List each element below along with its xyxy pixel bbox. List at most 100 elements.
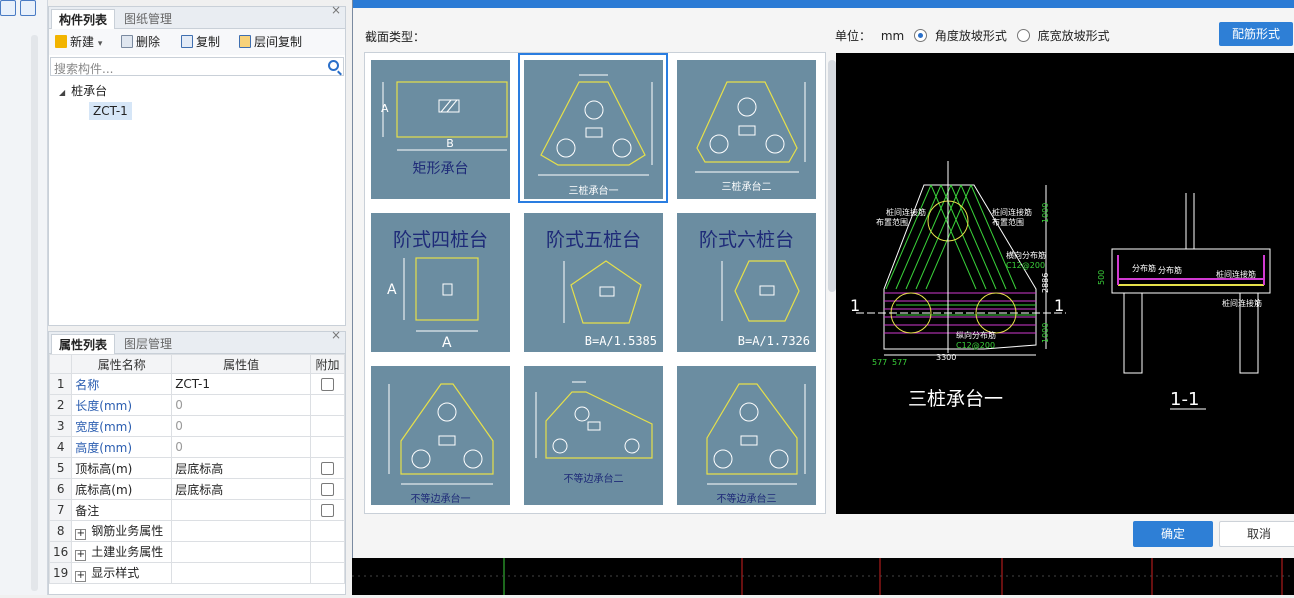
shape-label: 不等边承台一 [410,494,471,505]
delete-icon [121,35,133,48]
layout-icon[interactable] [0,0,16,16]
svg-text:A: A [387,282,397,298]
tab-layer-management[interactable]: 图层管理 [124,337,173,351]
shape-uneven-2[interactable]: 不等边承台二 [518,359,668,509]
shape-rect-cap[interactable]: B A 矩形承台 [365,53,515,203]
svg-text:A: A [381,102,389,115]
unit-group: 单位： mm 角度放坡形式 底宽放坡形式 [835,29,1110,43]
three-pile-1-drawing [538,74,653,176]
left-scrollbar[interactable] [31,35,38,591]
tab-component-list[interactable]: 构件列表 [51,9,116,29]
window-icon[interactable] [20,0,36,16]
header-extra: 附加 [310,354,345,374]
svg-text:桩间连接筋: 桩间连接筋 [1222,298,1262,308]
svg-text:布置范围: 布置范围 [876,217,908,227]
svg-text:三桩承台一: 三桩承台一 [908,388,1003,410]
shape-label: 三桩承台二 [721,182,772,193]
stepped-four-drawing: A A [387,257,479,351]
shape-uneven-3[interactable]: 不等边承台三 [671,359,821,509]
radio-angle[interactable] [914,29,928,42]
rebar-form-button[interactable]: 配筋形式 [1219,22,1293,46]
radio-width[interactable] [1016,29,1030,42]
tree-category[interactable]: ◢桩承台 [59,84,108,98]
shape-stepped-five[interactable]: 阶式五桩台 B=A/1.5385 [518,206,668,356]
chevron-down-icon[interactable]: ▾ [97,39,103,49]
shape-formula: B=A/1.5385 [584,334,657,348]
expand-icon[interactable]: + [75,549,87,561]
checkbox[interactable] [321,504,335,517]
component-panel-tabs: 构件列表 图纸管理 × [49,3,345,29]
copy-button[interactable]: 复制 [181,34,220,50]
shape-stepped-six[interactable]: 阶式六桩台 B=A/1.7326 [671,206,821,356]
search-components[interactable]: 搜索构件... [50,57,344,76]
close-icon[interactable]: × [330,3,341,17]
svg-text:布置范围: 布置范围 [992,217,1024,227]
delete-button[interactable]: 删除 [121,34,160,50]
shape-stepped-four[interactable]: 阶式四桩台 A A [365,206,515,356]
shape-formula: B=A/1.7326 [737,334,810,348]
table-row[interactable]: 19+显示样式 [48,562,345,584]
stepped-five-drawing [563,260,642,324]
svg-text:577: 577 [872,358,887,367]
svg-text:纵向分布筋: 纵向分布筋 [956,330,996,340]
component-list-panel: 构件列表 图纸管理 × 新建 ▾ 删除 复制 层间复制 搜索构件... ◢桩承台… [48,3,346,326]
triangle-down-icon[interactable]: ◢ [59,88,66,97]
three-pile-2-drawing [695,81,806,173]
shape-three-pile-2[interactable]: 三桩承台二 [671,53,821,203]
section-type-label: 截面类型： [365,30,426,44]
svg-text:1000: 1000 [1041,323,1050,343]
svg-text:C12@200: C12@200 [956,341,995,350]
shape-title: 阶式四桩台 [392,229,488,251]
expand-icon[interactable]: + [75,570,87,582]
header-value: 属性值 [171,354,312,374]
tab-drawing-management[interactable]: 图纸管理 [124,12,173,26]
checkbox[interactable] [321,483,335,496]
shape-grid: B A 矩形承台 三桩承台一 [364,52,826,514]
svg-text:横向分布筋: 横向分布筋 [1006,250,1046,260]
tab-properties[interactable]: 属性列表 [51,334,116,354]
table-row[interactable]: 8+钢筋业务属性 [48,520,345,542]
svg-text:1: 1 [1054,296,1064,315]
table-row[interactable]: 16+土建业务属性 [48,541,345,563]
svg-text:分布筋: 分布筋 [1132,263,1156,273]
search-input[interactable]: 搜索构件... [54,62,114,76]
cancel-button[interactable]: 取消 [1219,521,1294,547]
shape-uneven-1[interactable]: 不等边承台一 [365,359,515,509]
svg-text:A: A [442,335,452,351]
close-icon[interactable]: × [330,328,341,342]
header-name: 属性名称 [71,354,173,374]
svg-text:2886: 2886 [1041,273,1050,293]
shape-label: 不等边承台二 [563,474,624,485]
cad-canvas[interactable] [352,558,1294,595]
grid-scrollbar[interactable] [828,60,836,292]
ok-button[interactable]: 确定 [1133,521,1213,547]
uneven-3-drawing [706,383,806,485]
checkbox[interactable] [321,462,335,475]
three-pile-cap-detail: 3300 1000 1000 2886 577 577 桩间连接筋 布置范围 桩… [850,161,1271,410]
search-icon[interactable] [328,60,339,71]
shape-three-pile-1[interactable]: 三桩承台一 [518,53,668,203]
svg-text:桩间连接筋: 桩间连接筋 [992,207,1032,217]
floor-copy-button[interactable]: 层间复制 [239,34,302,50]
svg-text:1-1: 1-1 [1170,389,1199,410]
uneven-2-drawing [535,381,653,459]
component-toolbar: 新建 ▾ 删除 复制 层间复制 [49,29,345,55]
checkbox[interactable] [321,378,335,391]
svg-text:500: 500 [1097,270,1106,285]
new-button[interactable]: 新建 ▾ [55,34,102,50]
properties-panel-tabs: 属性列表 图层管理 × [49,328,345,354]
left-toolstrip [0,0,48,595]
tree-item-zct1[interactable]: ZCT-1 [89,102,132,120]
expand-icon[interactable]: + [75,528,87,540]
rect-cap-drawing: B A [381,81,508,151]
cad-grid-lines [352,558,1294,595]
